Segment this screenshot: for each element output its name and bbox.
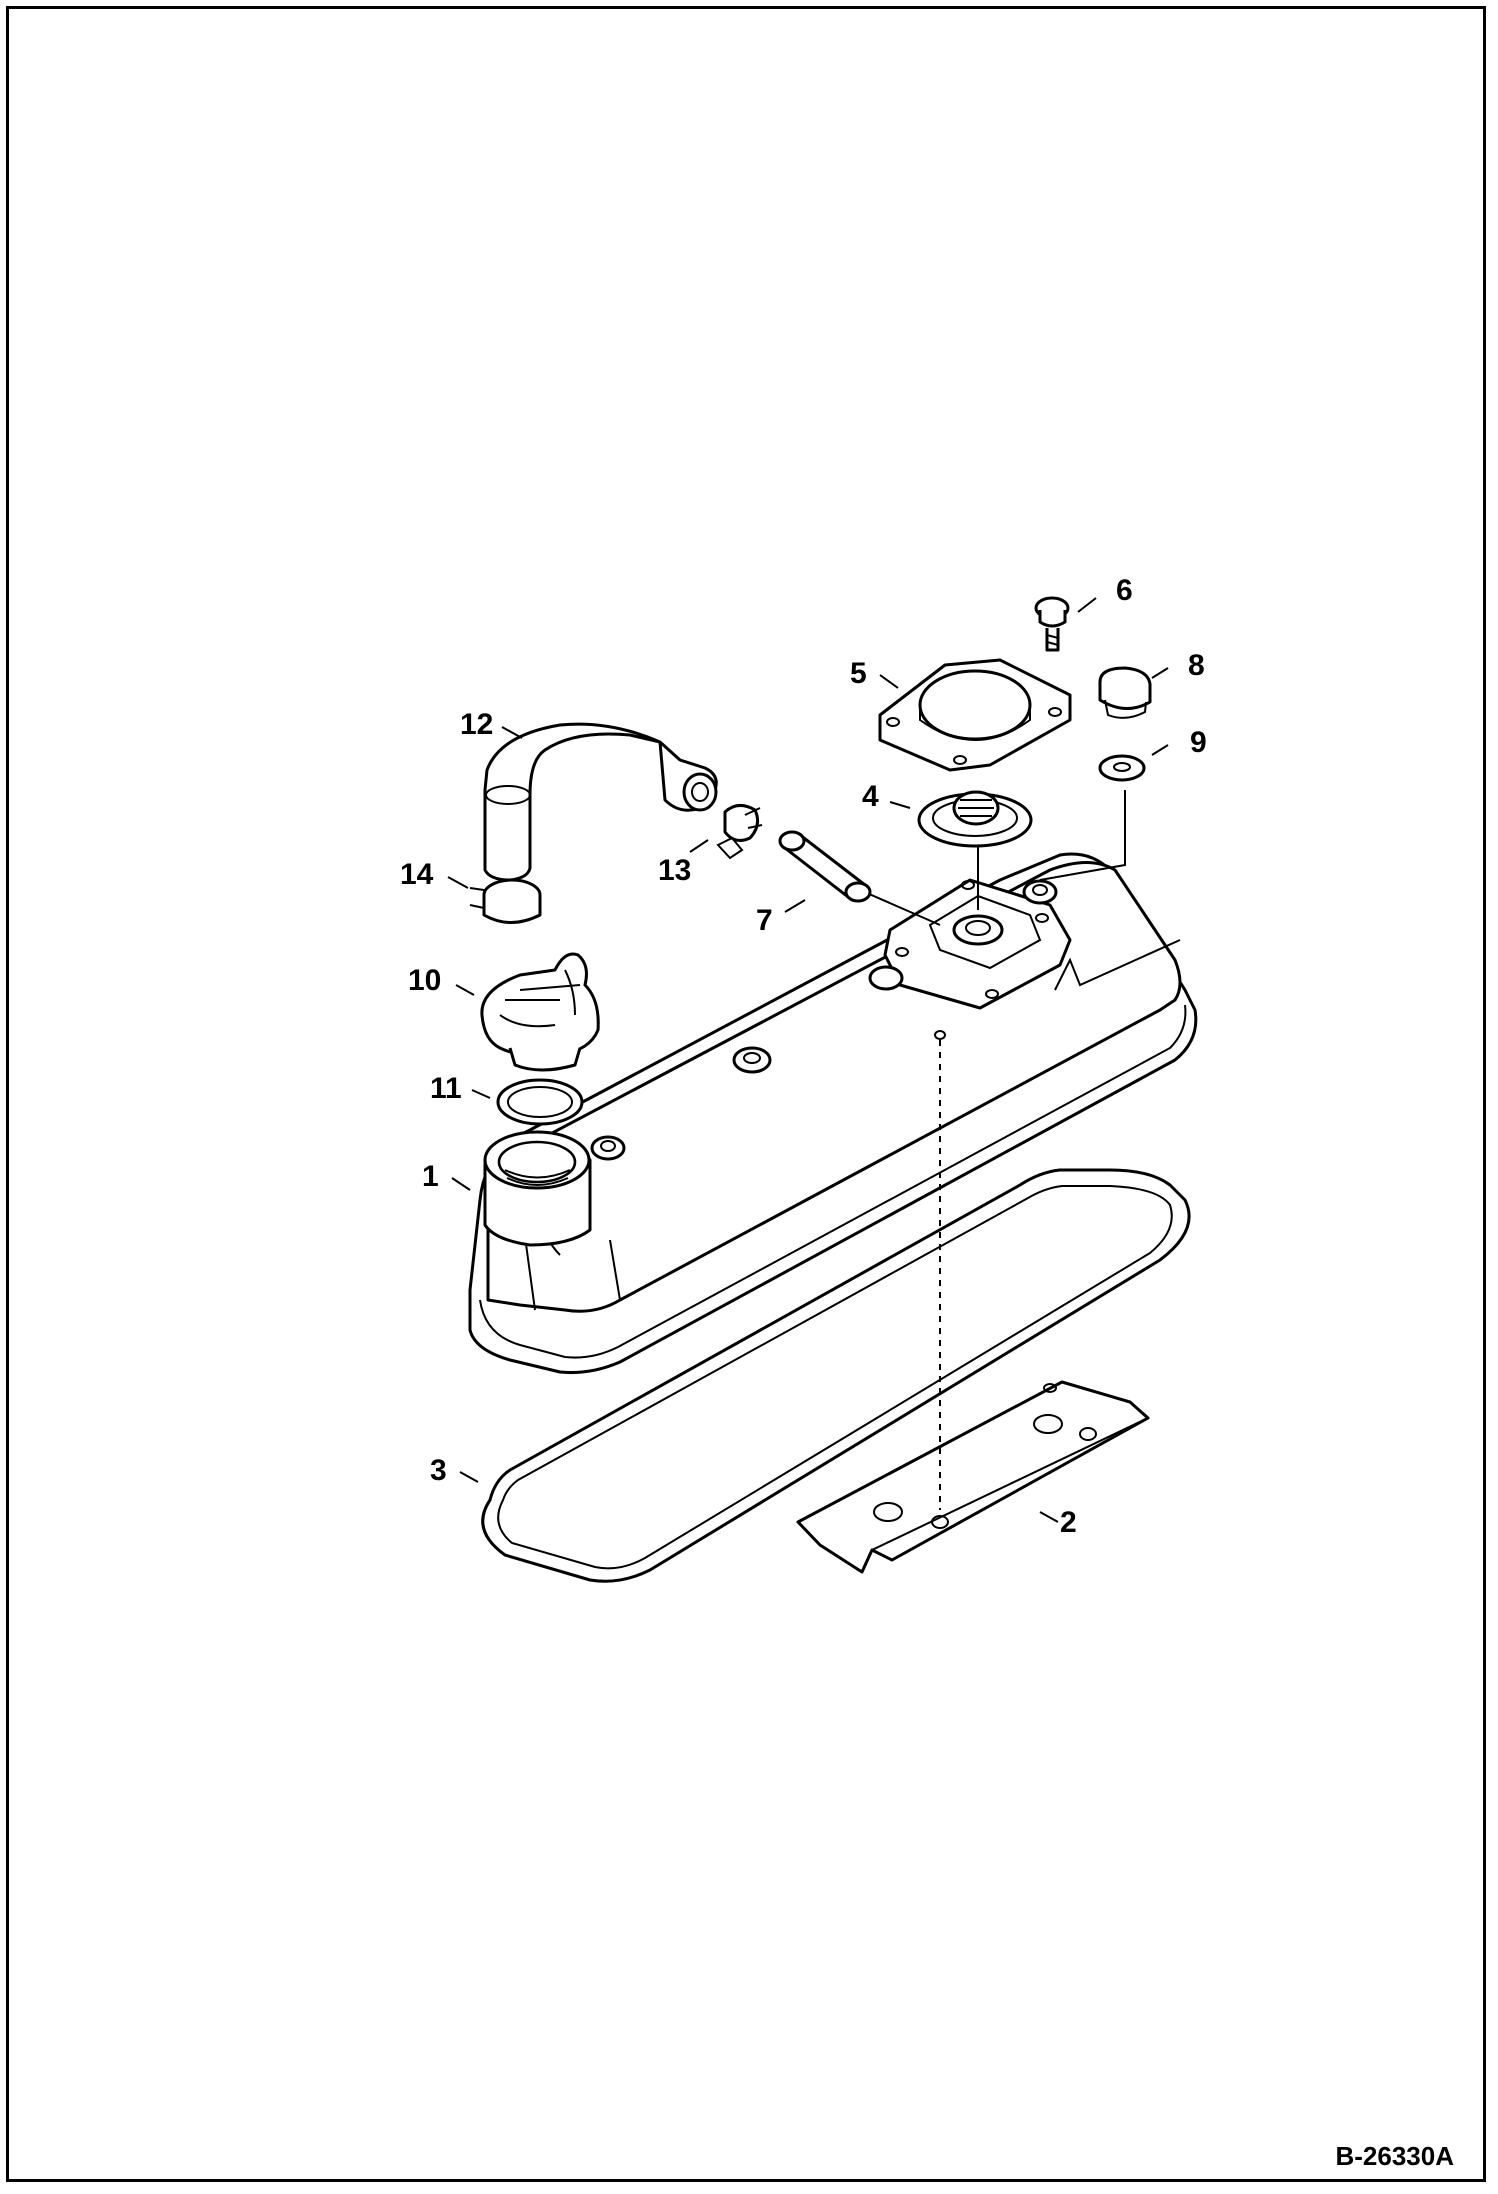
- hose-clamp-upper: [716, 804, 763, 860]
- gasket: [481, 1168, 1191, 1583]
- leader-lines: [447, 597, 1169, 1523]
- callout-14: 14: [400, 858, 434, 891]
- pcv-valve: [917, 790, 1033, 848]
- oil-filler-cap: [480, 952, 600, 1072]
- callout-1: 1: [422, 1160, 439, 1193]
- callout-11: 11: [430, 1072, 462, 1105]
- figure-id: B-26330A: [1335, 2141, 1454, 2171]
- washer: [1098, 754, 1146, 782]
- baffle-plate: [796, 1380, 1150, 1574]
- valve-cover: [468, 852, 1198, 1374]
- cap-nut: [1098, 666, 1152, 719]
- callout-3: 3: [430, 1454, 447, 1487]
- breather-cover: [878, 658, 1072, 772]
- breather-tube: [778, 830, 872, 903]
- callout-labels: 1 2 3 4 5 6 7 8 9 10 11 12 13 14: [400, 574, 1207, 1539]
- callout-13: 13: [658, 854, 691, 887]
- hose-clamp-lower: [469, 878, 542, 924]
- callout-9: 9: [1190, 726, 1207, 759]
- callout-12: 12: [460, 708, 493, 741]
- callout-4: 4: [862, 780, 879, 813]
- callout-5: 5: [850, 657, 867, 690]
- o-ring: [496, 1078, 584, 1126]
- hose-centerline: [859, 889, 941, 926]
- callout-2: 2: [1060, 1506, 1077, 1539]
- callout-10: 10: [408, 964, 441, 997]
- callout-8: 8: [1188, 649, 1205, 682]
- bolt: [1034, 596, 1070, 652]
- breather-hose: [483, 722, 718, 882]
- cap-centerline: [1039, 790, 1126, 881]
- callout-6: 6: [1116, 574, 1133, 607]
- callout-7: 7: [756, 904, 773, 937]
- drawing-frame: [6, 6, 1486, 2182]
